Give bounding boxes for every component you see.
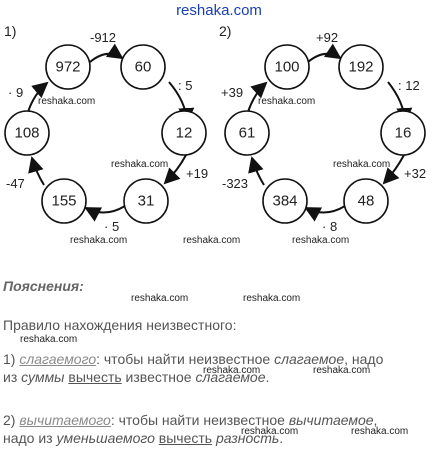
svg-text:384: 384 [272,193,297,210]
svg-text:192: 192 [348,59,373,76]
watermark: reshaka.com [183,235,240,246]
svg-text:108: 108 [14,125,39,142]
diagram-1-node-1: 972 [45,44,91,90]
watermark: reshaka.com [38,96,95,107]
svg-text:48: 48 [358,193,375,210]
watermark: reshaka.com [258,96,315,107]
diagram-2-op-f: +39 [221,85,243,100]
diagram-1-op-b: : 5 [178,78,192,93]
diagram-2-op-d: · 8 [322,219,337,234]
svg-text:972: 972 [55,59,80,76]
watermark: reshaka.com [131,293,189,304]
svg-text:155: 155 [51,193,76,210]
diagram-2-node-4: 48 [343,178,389,224]
diagram-2-node-3: 16 [380,110,426,156]
watermark: reshaka.com [243,293,301,304]
term-addend: слагаемого [19,351,97,367]
diagram-2-node-1: 100 [264,44,310,90]
watermark: reshaka.com [292,235,349,246]
diagram-1-label: 1) [4,23,16,39]
diagram-1: 1) 972 60 12 31 155 108 -912 : 5 +19 · 5… [4,23,208,234]
diagram-2: 2) 100 192 16 48 384 61 +92 : 12 +32 · 8… [219,23,426,234]
diagram-2-label: 2) [219,23,231,39]
svg-text:16: 16 [395,125,412,142]
diagram-2-node-2: 192 [338,44,384,90]
diagram-2-node-6: 61 [224,110,270,156]
diagram-1-node-6: 108 [4,110,50,156]
diagram-2-op-b: : 12 [398,78,420,93]
diagram-1-node-3: 12 [161,110,207,156]
site-title: reshaka.com [176,2,262,19]
watermark: reshaka.com [313,365,371,376]
diagram-1-op-e: -47 [6,176,25,191]
svg-text:12: 12 [176,125,193,142]
svg-text:61: 61 [239,125,256,142]
term-subtrahend: вычитаемого [19,412,111,428]
watermark: reshaka.com [20,334,78,345]
watermark: reshaka.com [333,159,390,170]
diagram-2-node-5: 384 [262,178,308,224]
svg-text:31: 31 [138,193,155,210]
explanation-heading: Пояснения: [3,278,84,294]
svg-text:100: 100 [274,59,299,76]
rule-item-1: 1) слагаемого: чтобы найти неизвестное с… [3,351,384,385]
diagram-1-node-4: 31 [123,178,169,224]
diagram-1-node-5: 155 [41,178,87,224]
diagram-1-op-a: -912 [90,30,116,45]
watermark: reshaka.com [70,235,127,246]
diagram-1-op-d: · 5 [104,219,119,234]
watermark: reshaka.com [241,426,299,437]
rule-title: Правило нахождения неизвестного: [3,317,237,333]
watermark: reshaka.com [111,159,168,170]
watermark: reshaka.com [351,426,409,437]
watermark: reshaka.com [203,365,261,376]
diagram-1-op-c: +19 [186,166,208,181]
svg-text:60: 60 [135,59,152,76]
diagram-2-op-a: +92 [316,30,338,45]
cycle-diagrams: 1) 972 60 12 31 155 108 -912 : 5 +19 · 5… [4,23,426,246]
diagram-1-node-2: 60 [120,44,166,90]
diagram-1-op-f: · 9 [8,85,23,100]
diagram-2-op-c: +32 [404,166,426,181]
diagram-2-op-e: -323 [222,176,248,191]
rule-item-2: 2) вычитаемого: чтобы найти неизвестное … [3,412,378,446]
